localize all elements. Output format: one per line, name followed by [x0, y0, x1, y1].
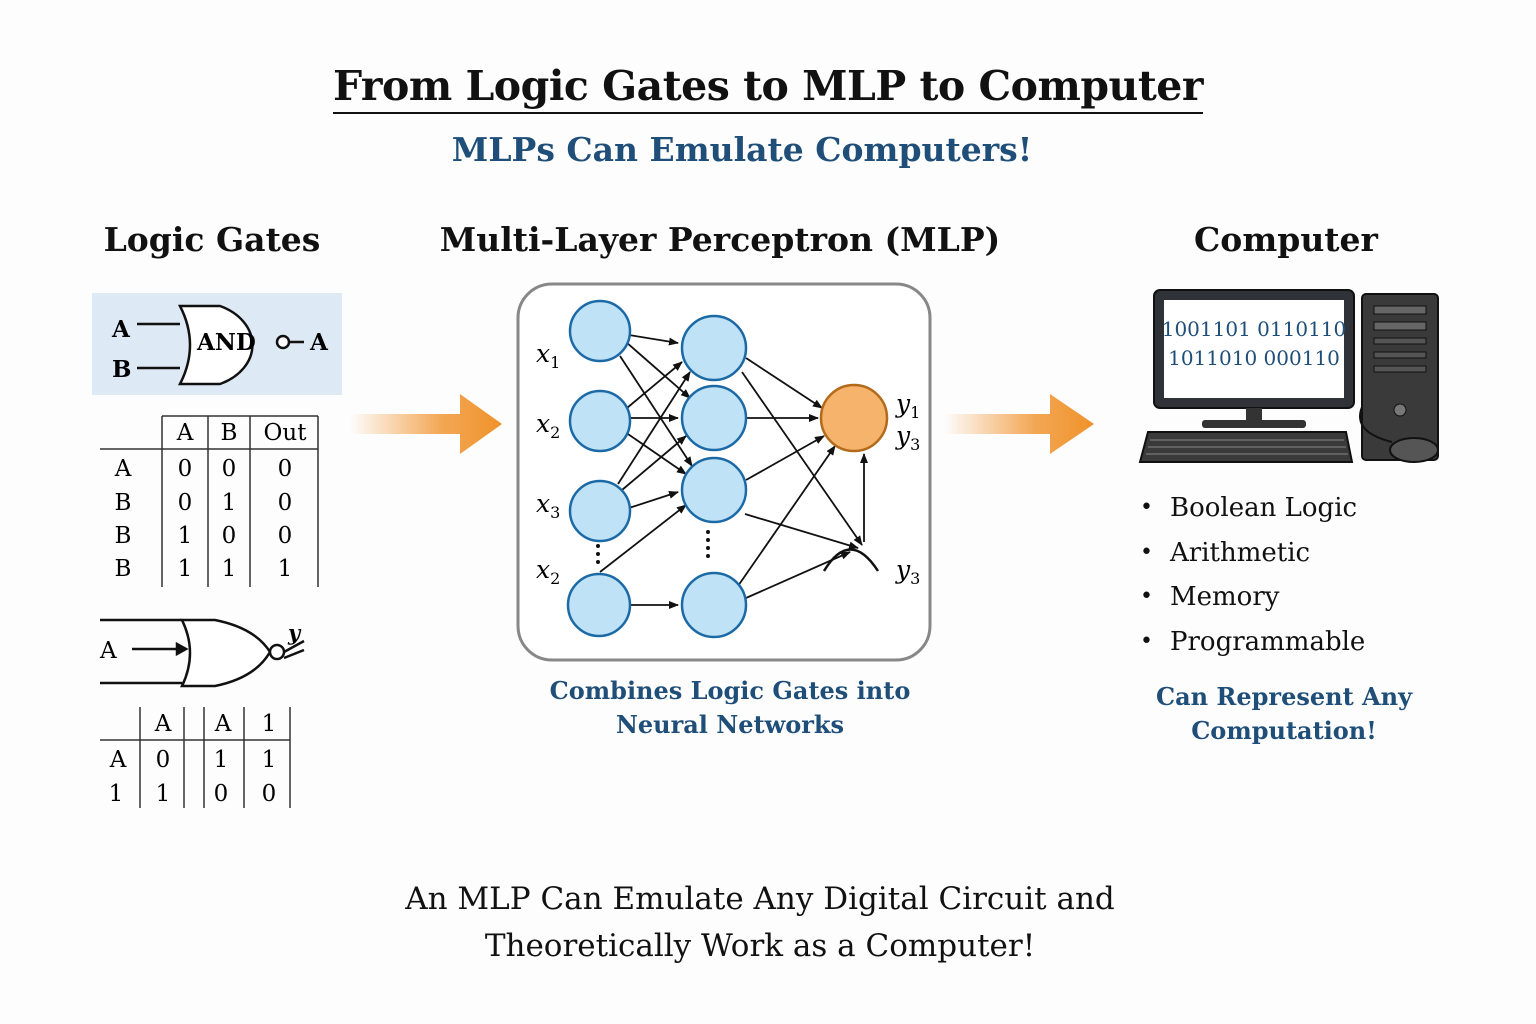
mlp-diagram: x1 x2 x3 x2 y1 y3 y3 — [516, 282, 932, 662]
and-gate-symbol — [137, 304, 304, 386]
table2-header: A — [154, 711, 172, 737]
list-item: Programmable — [1140, 620, 1365, 665]
table1-header: Out — [264, 420, 308, 446]
output-node — [819, 383, 889, 453]
caption-line: Can Represent Any — [1155, 682, 1413, 711]
computer-icon: 1001101 0110110 1011010 000110 — [1138, 289, 1439, 463]
truth-table-1-grid — [100, 415, 319, 587]
nor-output-label: y — [287, 620, 302, 645]
table1-header: B — [221, 420, 238, 446]
table1-row-label: B — [115, 490, 132, 516]
hidden-node — [680, 384, 748, 452]
arrow-right-icon — [350, 394, 502, 454]
logic-gates-panel: A B AND A A B Out A B B B 0 0 0 0 1 0 1 … — [92, 293, 342, 808]
page-subtitle: MLPs Can Emulate Computers! — [451, 130, 1033, 169]
nor-gate-symbol — [100, 618, 305, 688]
and-input-b-label: B — [112, 356, 131, 383]
table2-row-label: A — [109, 747, 127, 773]
caption-line: Combines Logic Gates into — [549, 676, 911, 705]
truth-table-2: A A 1 A 1 0 1 1 1 0 0 — [109, 711, 277, 807]
footer-line: An MLP Can Emulate Any Digital Circuit a… — [405, 881, 1115, 917]
mlp-caption: Combines Logic Gates into Neural Network… — [500, 674, 960, 742]
and-input-a-label: A — [111, 316, 131, 343]
ellipsis-dots — [596, 530, 710, 564]
table2-cell: 0 — [262, 781, 277, 807]
truth-table-2-grid — [100, 707, 291, 808]
table1-cell: 1 — [178, 556, 193, 582]
computer-caption: Can Represent Any Computation! — [1126, 680, 1442, 748]
table1-cell: 0 — [178, 456, 193, 482]
and-gate-label: AND — [196, 329, 256, 356]
screen-binary-line: 1011010 000110 — [1168, 346, 1340, 370]
table1-cell: 0 — [222, 523, 237, 549]
table2-cell: 1 — [262, 747, 277, 773]
input-node — [568, 479, 632, 543]
input-label: x2 — [536, 409, 560, 442]
input-label: x2 — [536, 555, 560, 588]
input-label: x3 — [536, 489, 560, 522]
input-node — [568, 299, 632, 363]
caption-line: Computation! — [1191, 716, 1377, 745]
computer-heading: Computer — [1194, 220, 1378, 259]
tower-icon — [1361, 293, 1439, 461]
list-item: Arithmetic — [1140, 531, 1365, 576]
table2-cell: 1 — [214, 747, 229, 773]
table2-row-label: 1 — [109, 781, 124, 807]
output-label: y3 — [895, 555, 920, 588]
footer-line: Theoretically Work as a Computer! — [484, 928, 1036, 964]
output-curve — [822, 548, 880, 572]
table1-cell: 0 — [278, 456, 293, 482]
mouse-icon — [1389, 437, 1439, 463]
logic-gates-heading: Logic Gates — [103, 220, 321, 259]
monitor-icon — [1153, 289, 1355, 428]
hidden-node — [680, 571, 748, 639]
table1-header: A — [176, 420, 194, 446]
output-label: y1 — [895, 389, 920, 422]
table1-cell: 0 — [178, 490, 193, 516]
table2-cell: 0 — [214, 781, 229, 807]
table1-row-label: B — [115, 523, 132, 549]
hidden-node — [680, 456, 748, 524]
table1-cell: 1 — [278, 556, 293, 582]
caption-line: Neural Networks — [615, 710, 845, 739]
table2-header: 1 — [262, 711, 277, 737]
table1-cell: 0 — [278, 523, 293, 549]
table1-cell: 1 — [178, 523, 193, 549]
keyboard-icon — [1138, 431, 1354, 463]
and-output-label: A — [309, 329, 329, 356]
page-title: From Logic Gates to MLP to Computer — [0, 62, 1536, 114]
capabilities-list: Boolean Logic Arithmetic Memory Programm… — [1140, 486, 1365, 664]
table1-row-label: B — [115, 556, 132, 582]
mlp-heading: Multi-Layer Perceptron (MLP) — [439, 220, 1001, 259]
mlp-nodes — [566, 299, 748, 639]
nor-input-label: A — [99, 638, 117, 664]
truth-table-1: A B Out A B B B 0 0 0 0 1 0 1 0 0 1 1 1 — [114, 420, 308, 582]
arrow-right-icon — [944, 394, 1094, 454]
mlp-labels: x1 x2 x3 x2 y1 y3 y3 — [536, 339, 920, 588]
table1-row-label: A — [114, 456, 132, 482]
input-node — [568, 389, 632, 453]
table1-cell: 0 — [278, 490, 293, 516]
input-label: x1 — [536, 339, 560, 372]
list-item: Boolean Logic — [1140, 486, 1365, 531]
output-label: y3 — [895, 421, 920, 454]
screen-binary-line: 1001101 0110110 — [1162, 317, 1347, 341]
hidden-node — [680, 314, 748, 382]
table1-cell: 1 — [222, 556, 237, 582]
input-node — [566, 572, 632, 638]
table2-header: A — [214, 711, 232, 737]
table1-cell: 1 — [222, 490, 237, 516]
list-item: Memory — [1140, 575, 1365, 620]
table1-cell: 0 — [222, 456, 237, 482]
table2-cell: 1 — [156, 781, 171, 807]
footer-statement: An MLP Can Emulate Any Digital Circuit a… — [0, 876, 1520, 970]
table2-cell: 0 — [156, 747, 171, 773]
